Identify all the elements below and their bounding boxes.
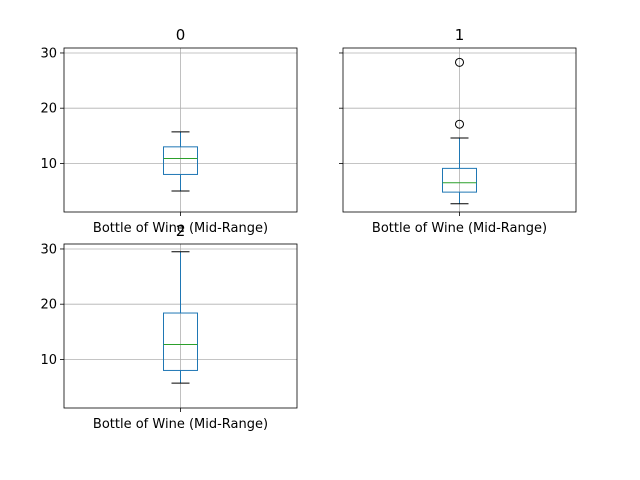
box [163,146,198,175]
y-tick-label-0: 10 [40,353,57,368]
y-tick-label-0: 10 [40,157,57,172]
subplot-title: 2 [176,222,186,240]
box [442,167,477,193]
subplot-title: 1 [455,26,465,44]
y-tick-label-1: 20 [40,298,57,313]
y-tick-label-2: 30 [40,46,57,61]
y-tick-label-2: 30 [40,242,57,257]
subplot-title: 0 [176,26,186,44]
box [163,312,198,371]
x-tick-label: Bottle of Wine (Mid-Range) [372,221,547,236]
outlier-point-0 [455,119,464,129]
y-tick-label-1: 20 [40,102,57,117]
subplot-1: Bottle of Wine (Mid-Range) 1 [339,26,577,236]
x-tick-label: Bottle of Wine (Mid-Range) [93,221,268,236]
x-tick-label: Bottle of Wine (Mid-Range) [93,417,268,432]
outlier-point-1 [455,57,464,67]
